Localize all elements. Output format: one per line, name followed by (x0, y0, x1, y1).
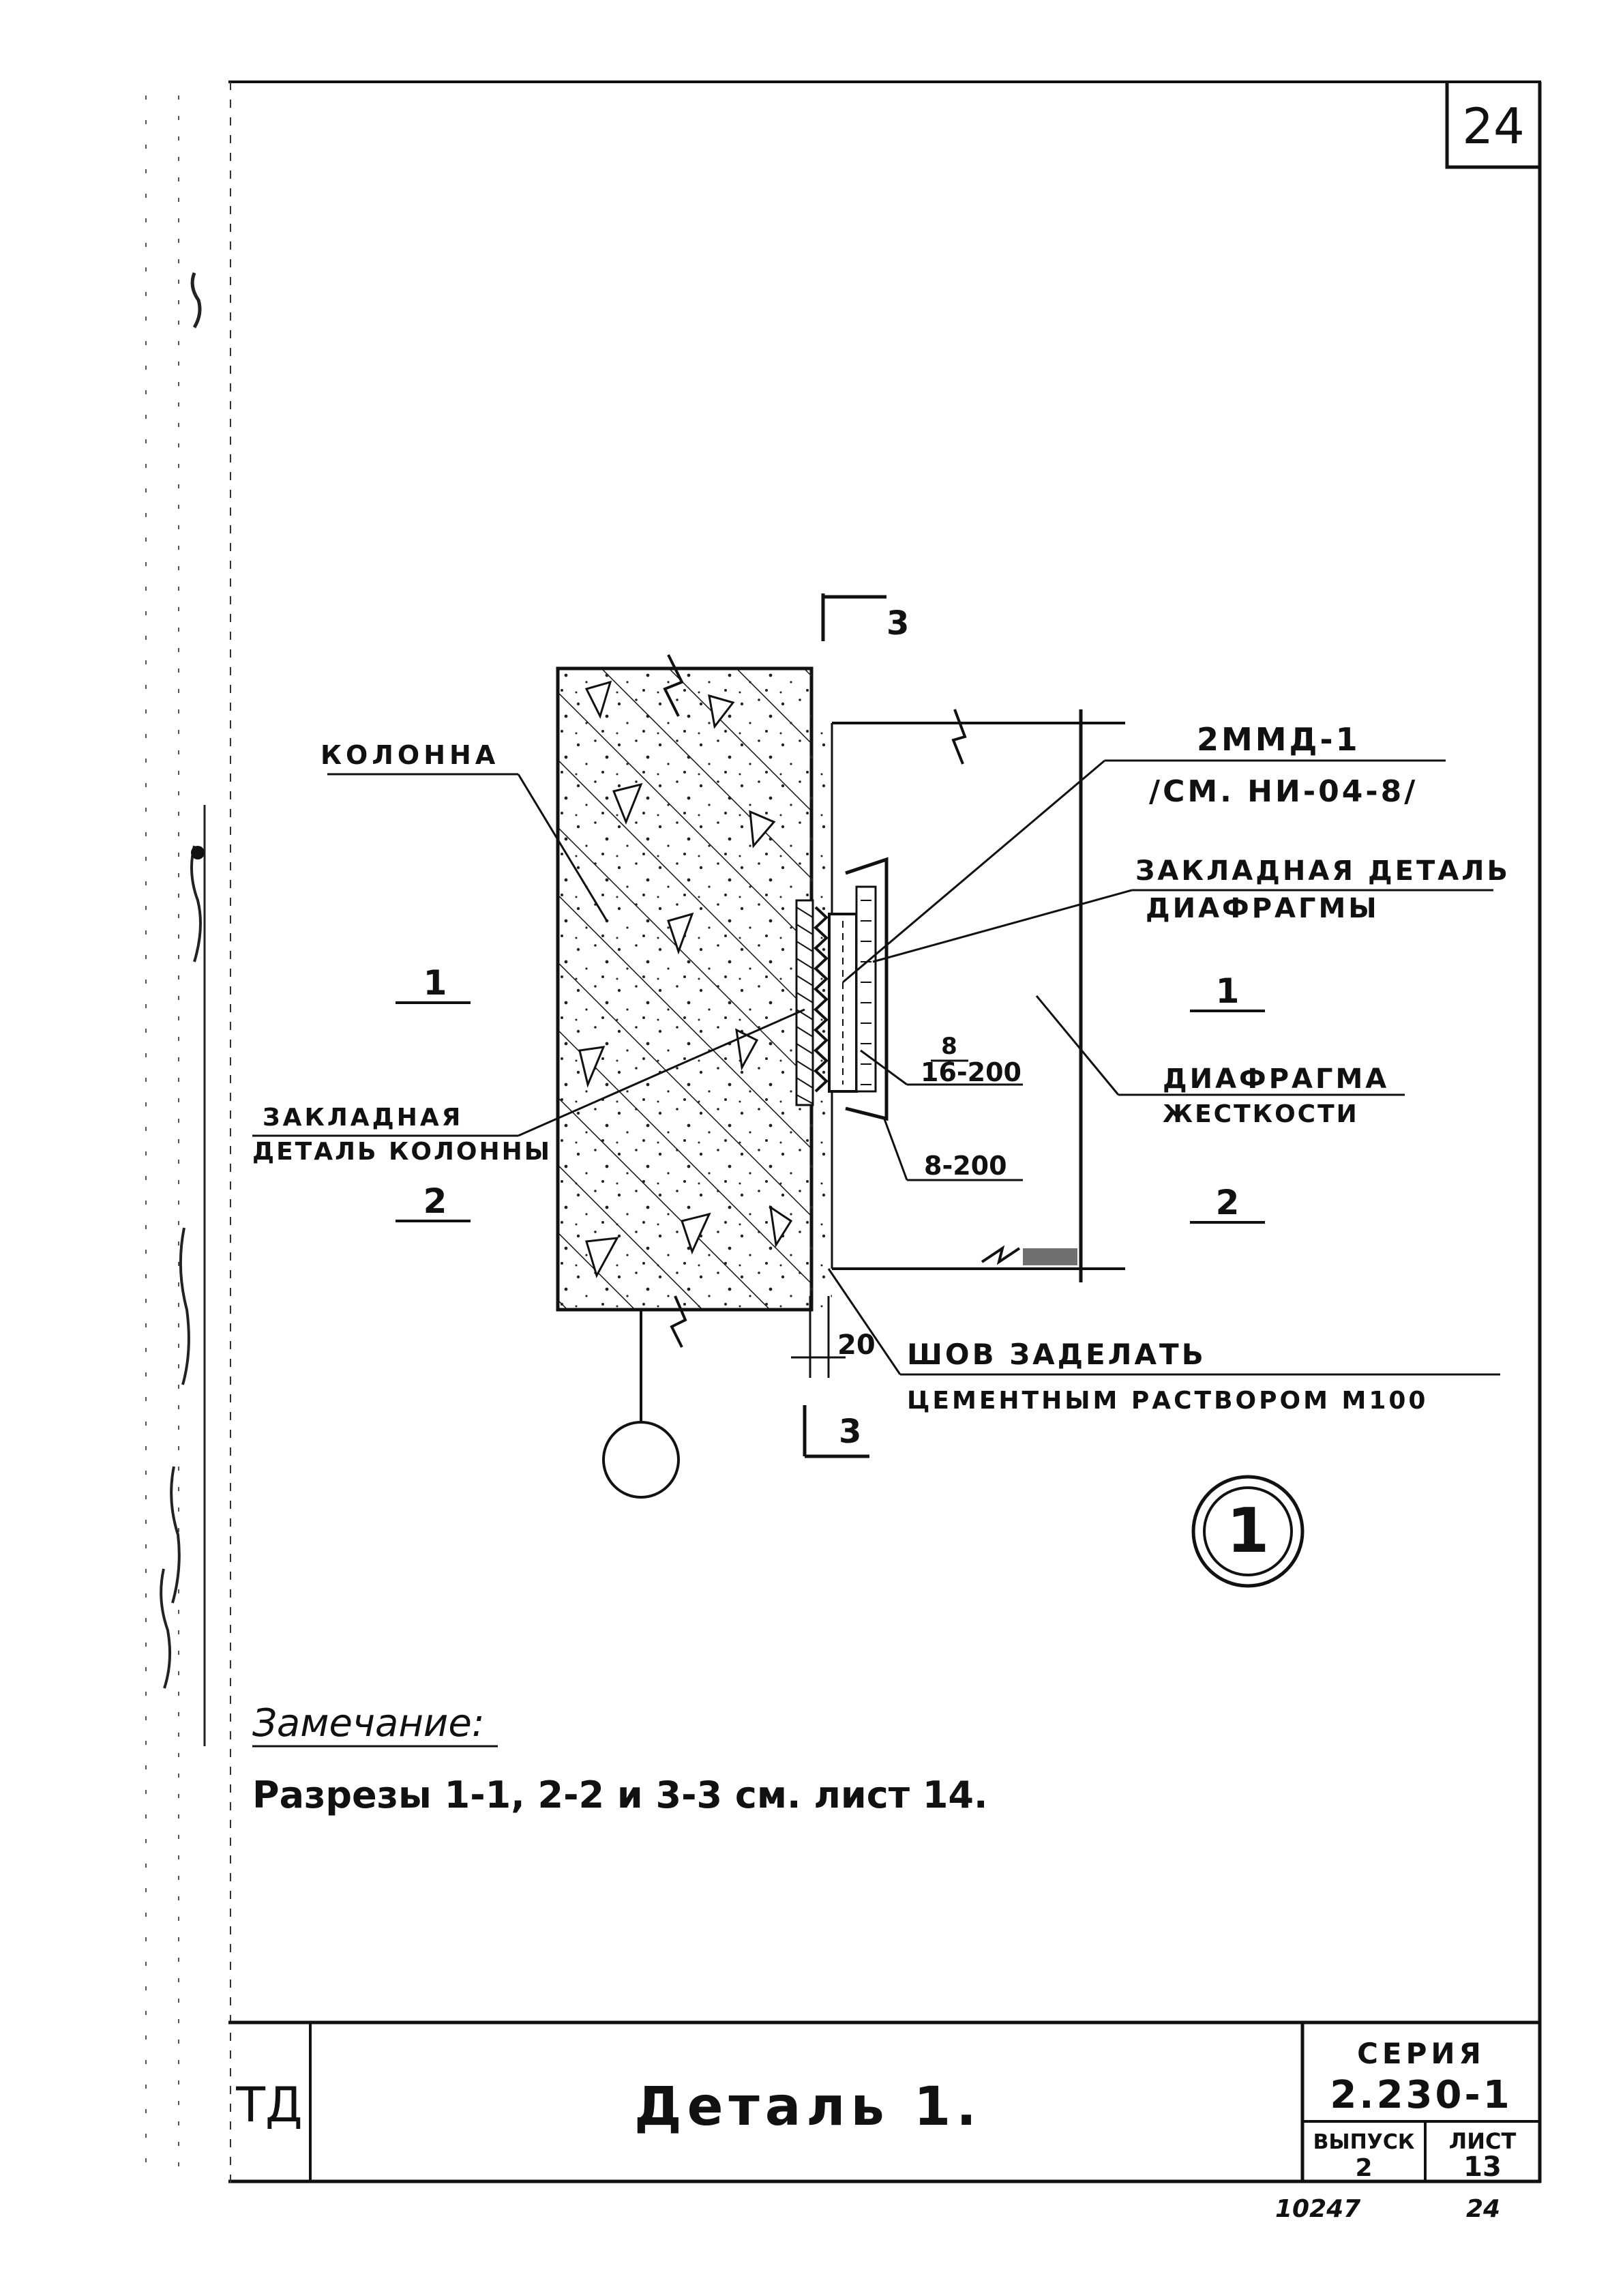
designer-logo: ТД (235, 2077, 302, 2133)
note-text: Разрезы 1-1, 2-2 и 3-3 см. лист 14. (252, 1773, 988, 1816)
label-weld-bottom: 8-200 (924, 1151, 1007, 1181)
axis-marker (602, 1310, 680, 1499)
label-part-ref: /СМ. НИ-04-8/ (1149, 774, 1418, 809)
label-weld-top-num: 8 (941, 1033, 957, 1060)
sheet-label: ЛИСТ (1449, 2128, 1517, 2154)
section-mark-2-right: 2 (1216, 1183, 1240, 1222)
section-cut-3: 3 3 (803, 593, 909, 1458)
label-embedded-column-2: ДЕТАЛЬ КОЛОННЫ (252, 1138, 552, 1166)
section-mark-3-bottom: 3 (839, 1413, 861, 1451)
drawing-labels: КОЛОННА 2ММД-1 /СМ. НИ-04-8/ ЗАКЛАДНАЯ Д… (252, 721, 1510, 1415)
column-section (556, 654, 814, 1348)
note: Замечание: Разрезы 1-1, 2-2 и 3-3 см. ли… (252, 1701, 988, 1816)
label-embedded-diaphragm-2: ДИАФРАГМЫ (1146, 893, 1380, 924)
note-heading: Замечание: (252, 1701, 485, 1746)
label-embedded-diaphragm-1: ЗАКЛАДНАЯ ДЕТАЛЬ (1135, 855, 1510, 887)
label-embedded-column-1: ЗАКЛАДНАЯ (263, 1104, 463, 1132)
section-mark-1-left: 1 (423, 963, 447, 1003)
label-weld-top: 16-200 (921, 1057, 1022, 1087)
section-mark-2-left: 2 (423, 1181, 447, 1221)
title-block: ТД Деталь 1. СЕРИЯ 2.230-1 ВЫПУСК 2 ЛИСТ… (228, 2020, 1540, 2183)
series-value: 2.230-1 (1330, 2073, 1512, 2117)
sheet-frame (228, 80, 1542, 2183)
issue-value: 2 (1355, 2154, 1372, 2182)
page-number: 24 (1462, 98, 1525, 155)
drawing-title: Деталь 1. (634, 2076, 982, 2138)
sheet-value: 13 (1463, 2151, 1502, 2183)
section-marks: 1 2 1 2 (396, 963, 1265, 1224)
section-mark-3-top: 3 (886, 604, 909, 643)
diaphragm-section (832, 709, 1125, 1282)
label-part-code: 2ММД-1 (1197, 721, 1360, 758)
section-mark-1-right: 1 (1216, 971, 1240, 1011)
detail-number: 1 (1227, 1495, 1270, 1567)
label-diaphragm-2: ЖЕСТКОСТИ (1163, 1100, 1359, 1128)
sheet-total-number: 24 (1466, 2195, 1500, 2223)
dimension-20: 20 (791, 1296, 876, 1378)
label-seam-1: ШОВ ЗАДЕЛАТЬ (907, 1338, 1206, 1371)
leader-lines (252, 759, 1500, 1376)
approval-stamp-column (145, 95, 206, 2176)
embedded-parts (795, 857, 889, 1121)
issue-label: ВЫПУСК (1313, 2130, 1415, 2154)
page-number-box: 24 (1445, 82, 1540, 169)
label-column: КОЛОННА (320, 740, 499, 770)
detail-number-marker: 1 (1191, 1475, 1305, 1588)
dimension-value: 20 (837, 1329, 876, 1361)
label-diaphragm-1: ДИАФРАГМА (1163, 1063, 1389, 1095)
label-seam-2: ЦЕМЕНТНЫМ РАСТВОРОМ М100 (907, 1387, 1428, 1415)
series-label: СЕРИЯ (1357, 2037, 1485, 2070)
archive-number: 10247 (1275, 2195, 1360, 2223)
